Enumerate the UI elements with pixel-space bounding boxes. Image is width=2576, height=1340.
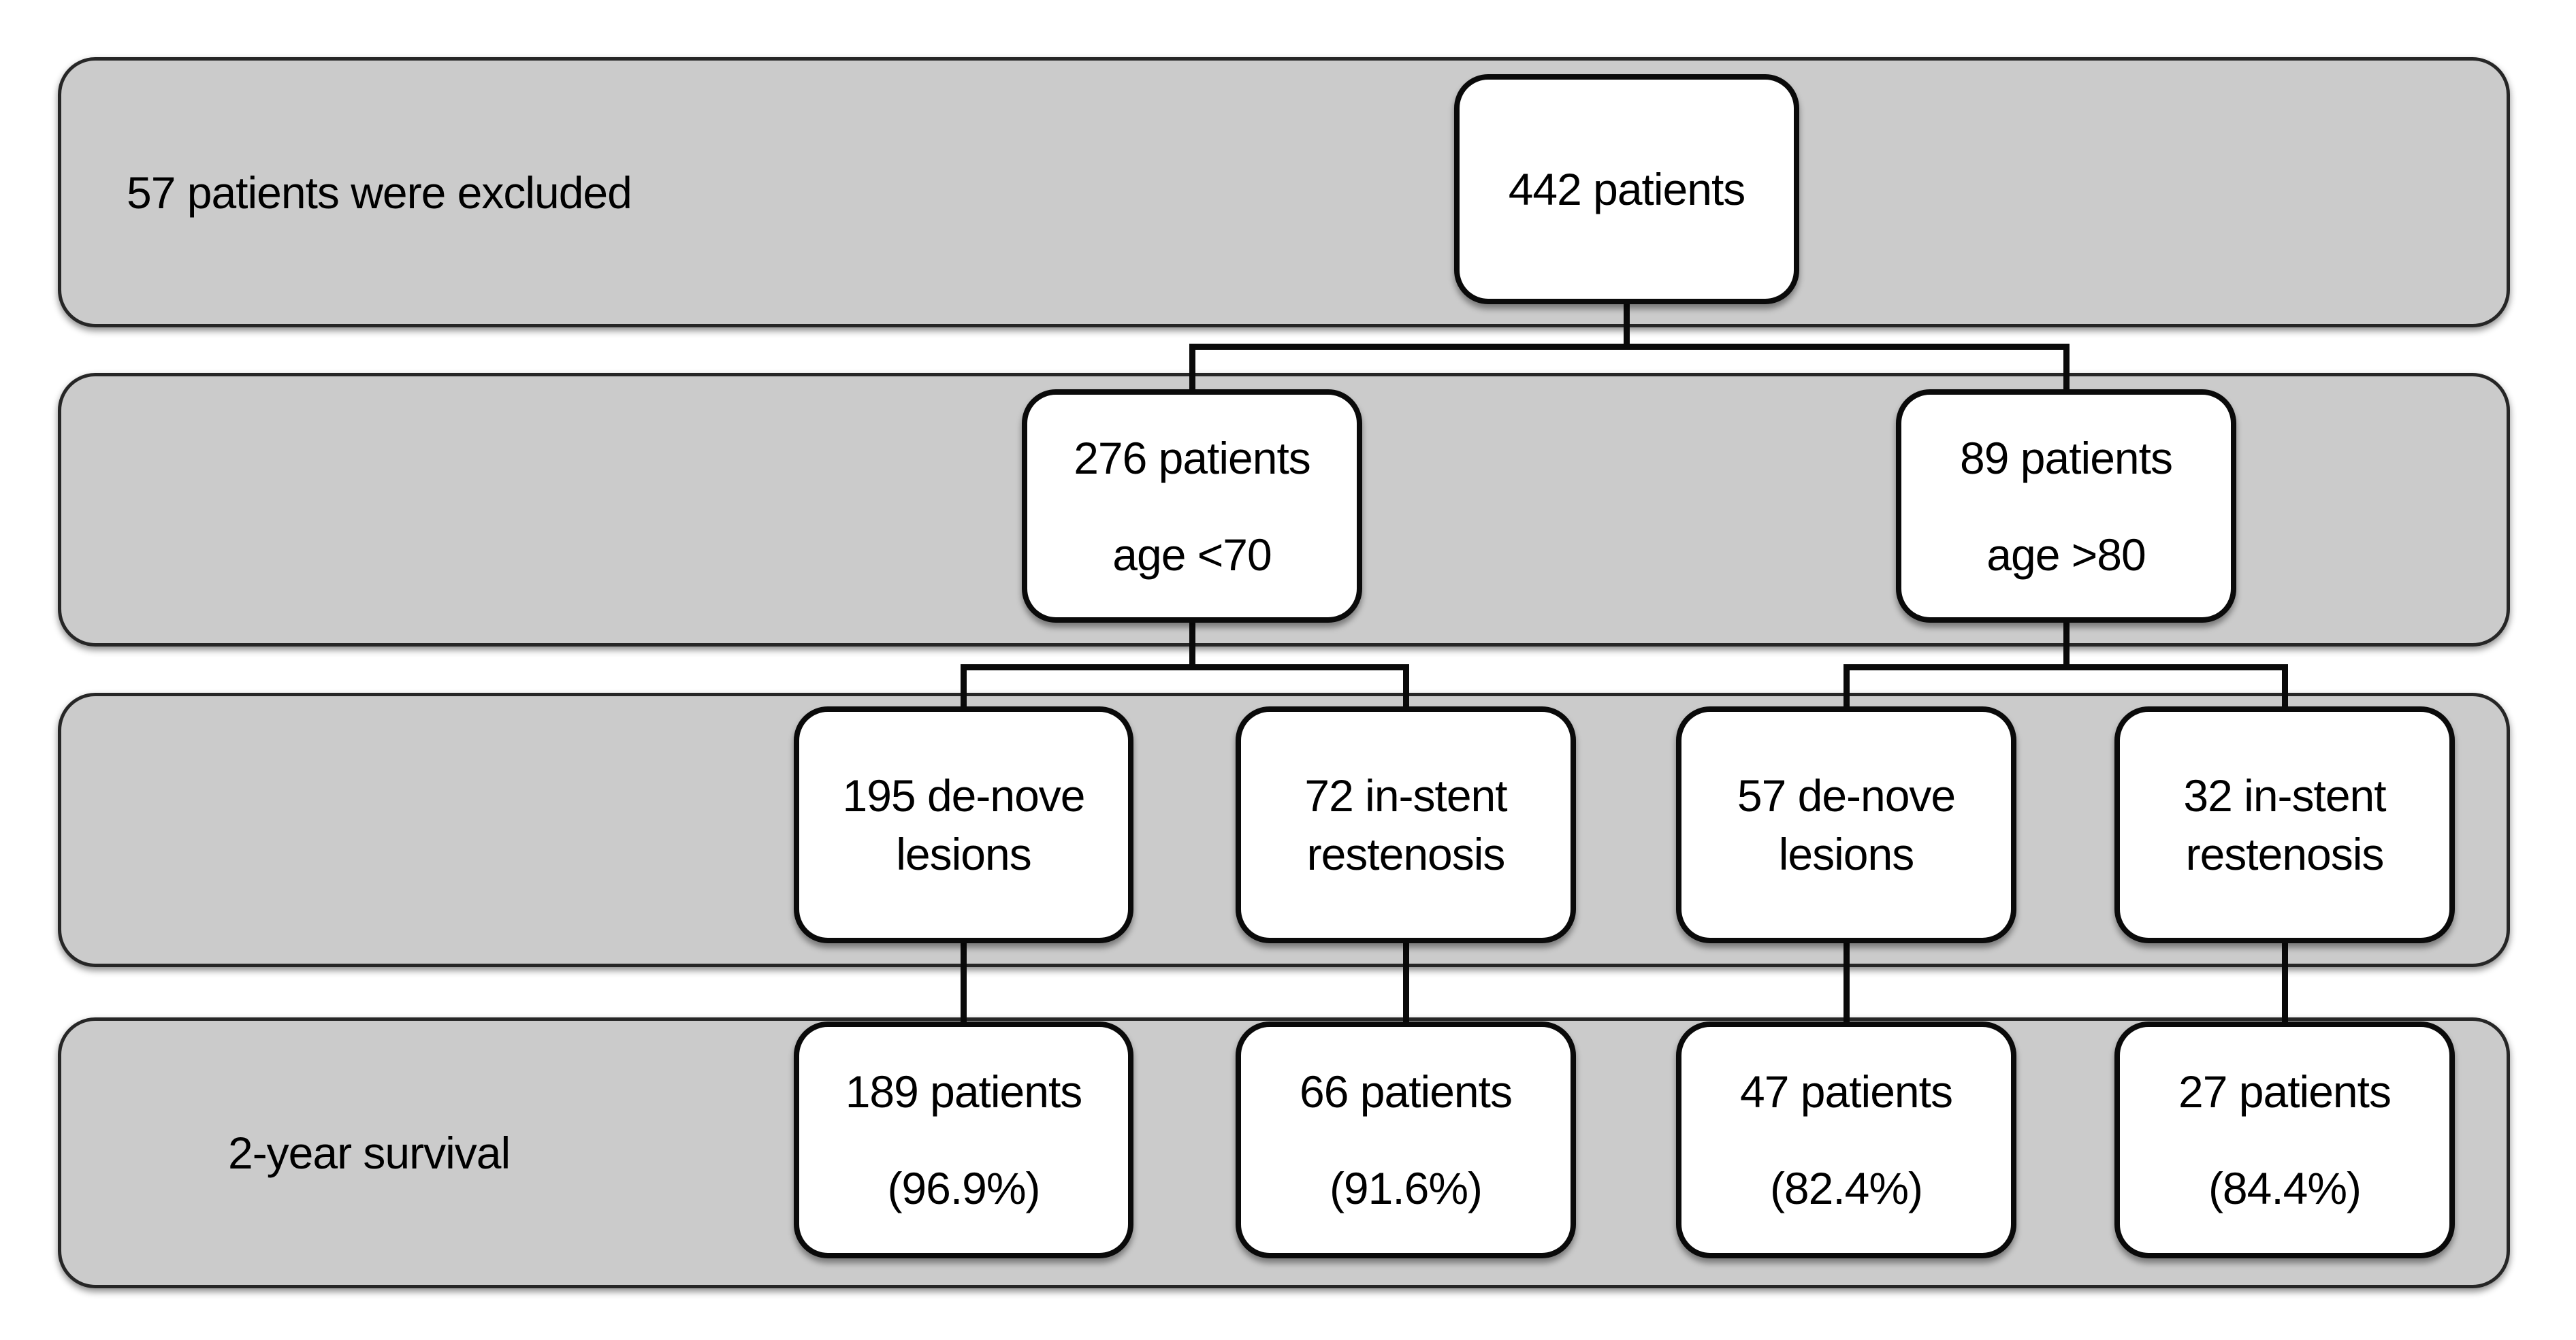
- age-under-70-box: 276 patients age <70: [1022, 389, 1362, 623]
- survival-denove-under70-box: 189 patients (96.9%): [794, 1022, 1133, 1258]
- root-patients-box: 442 patients: [1454, 74, 1799, 304]
- age-over-80-box: 89 patients age >80: [1896, 389, 2236, 623]
- band-enrollment: 57 patients were excluded: [58, 57, 2510, 327]
- denove-lesions-under70-box: 195 de-nove lesions: [794, 706, 1133, 943]
- connector-drop-age-over-80: [2063, 344, 2070, 395]
- connector-survival-denove-u70: [961, 938, 967, 1027]
- survival-row-label: 2-year survival: [228, 1128, 511, 1178]
- box-line: restenosis: [1306, 829, 1506, 879]
- connector-over80-branch-bar: [1844, 664, 2288, 670]
- connector-drop-denove-u70: [961, 664, 967, 712]
- connector-root-stem: [1624, 298, 1630, 350]
- connector-over80-stem: [2063, 618, 2070, 670]
- instent-restenosis-over80-box: 32 in-stent restenosis: [2114, 706, 2455, 943]
- box-line: 276 patients: [1074, 432, 1311, 483]
- box-line: age >80: [1986, 529, 2146, 580]
- box-line: age <70: [1112, 529, 1272, 580]
- connector-drop-denove-o80: [1844, 664, 1850, 712]
- box-line: 47 patients: [1740, 1066, 1953, 1117]
- box-line: 189 patients: [845, 1066, 1083, 1117]
- connector-drop-instent-o80: [2282, 664, 2288, 712]
- excluded-count-label: 57 patients were excluded: [127, 167, 632, 218]
- box-line: 66 patients: [1300, 1066, 1513, 1117]
- box-line: lesions: [1778, 829, 1914, 879]
- box-line: (84.4%): [2208, 1163, 2362, 1213]
- connector-survival-instent-u70: [1403, 938, 1409, 1027]
- box-line: (96.9%): [887, 1163, 1040, 1213]
- connector-under70-stem: [1189, 618, 1195, 670]
- survival-instent-over80-box: 27 patients (84.4%): [2114, 1022, 2455, 1258]
- denove-lesions-over80-box: 57 de-nove lesions: [1676, 706, 2016, 943]
- box-line: 442 patients: [1508, 164, 1746, 214]
- connector-survival-denove-o80: [1844, 938, 1850, 1027]
- connector-drop-age-under-70: [1189, 344, 1195, 395]
- connector-survival-instent-o80: [2282, 938, 2288, 1027]
- connector-drop-instent-u70: [1403, 664, 1409, 712]
- box-line: 57 de-nove: [1737, 770, 1956, 821]
- instent-restenosis-under70-box: 72 in-stent restenosis: [1236, 706, 1576, 943]
- connector-root-branch-bar: [1189, 344, 2070, 350]
- box-line: 72 in-stent: [1304, 770, 1507, 821]
- box-line: (82.4%): [1769, 1163, 1923, 1213]
- box-line: 27 patients: [2178, 1066, 2392, 1117]
- box-line: 195 de-nove: [842, 770, 1086, 821]
- box-line: (91.6%): [1329, 1163, 1483, 1213]
- box-line: 32 in-stent: [2183, 770, 2386, 821]
- survival-denove-over80-box: 47 patients (82.4%): [1676, 1022, 2016, 1258]
- box-line: lesions: [896, 829, 1031, 879]
- connector-under70-branch-bar: [961, 664, 1409, 670]
- survival-instent-under70-box: 66 patients (91.6%): [1236, 1022, 1576, 1258]
- box-line: restenosis: [2185, 829, 2385, 879]
- box-line: 89 patients: [1960, 432, 2173, 483]
